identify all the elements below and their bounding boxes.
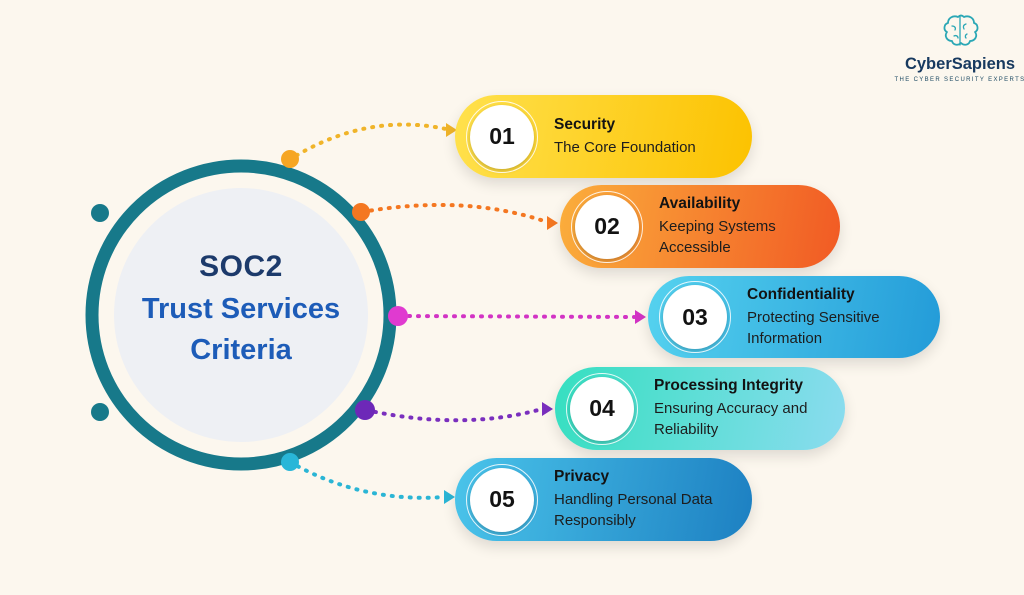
connector-line-confidentiality bbox=[398, 314, 636, 319]
center-label: SOC2 Trust Services Criteria bbox=[116, 250, 366, 367]
item-number-badge: 01 bbox=[466, 100, 538, 173]
item-number-badge: 04 bbox=[566, 372, 638, 445]
item-subtitle: Ensuring Accuracy and Reliability bbox=[654, 400, 808, 438]
pill-confidentiality: 03 Confidentiality Protecting Sensitive … bbox=[648, 276, 940, 358]
center-title-soc2: SOC2 bbox=[199, 250, 283, 283]
pill-availability: 02 Availability Keeping Systems Accessib… bbox=[560, 185, 840, 268]
item-title: Availability bbox=[659, 195, 741, 212]
connector-arrow-availability bbox=[547, 216, 558, 230]
ring-end-dot-bottom bbox=[91, 403, 109, 421]
connector-line-processing-integrity bbox=[364, 407, 544, 423]
item-subtitle: Keeping Systems Accessible bbox=[659, 218, 776, 256]
pill-security: 01 Security The Core Foundation bbox=[455, 95, 752, 178]
connector-arrow-privacy bbox=[444, 490, 455, 504]
center-inner-circle bbox=[114, 188, 368, 442]
item-subtitle: The Core Foundation bbox=[554, 138, 696, 156]
logo-name: CyberSapiens bbox=[904, 55, 1016, 73]
brain-icon bbox=[943, 14, 979, 46]
connector-arrow-confidentiality bbox=[635, 310, 646, 324]
pill-processing-integrity: 04 Processing Integrity Ensuring Accurac… bbox=[555, 367, 845, 450]
item-title: Processing Integrity bbox=[654, 377, 804, 394]
center-title-criteria: Criteria bbox=[190, 334, 292, 366]
connector-line-availability bbox=[360, 203, 549, 224]
connector-arrow-processing-integrity bbox=[542, 402, 553, 416]
item-title: Privacy bbox=[554, 468, 610, 485]
logo-tagline: THE CYBER SECURITY EXPERTS bbox=[894, 77, 1024, 83]
item-subtitle: Handling Personal Data Responsibly bbox=[554, 491, 713, 529]
center-title-trust-services: Trust Services bbox=[141, 293, 341, 325]
item-number-badge: 05 bbox=[466, 463, 538, 536]
connector-line-privacy bbox=[288, 460, 446, 500]
ring-dot-security bbox=[281, 150, 299, 168]
ring-dot-availability bbox=[352, 203, 370, 221]
ring-dot-privacy bbox=[281, 453, 299, 471]
connector-arrow-security bbox=[446, 123, 457, 137]
item-number-badge: 03 bbox=[659, 281, 731, 353]
item-title: Security bbox=[554, 115, 616, 133]
ring-end-dot-top bbox=[91, 204, 109, 222]
connector-line-security bbox=[287, 122, 448, 162]
item-subtitle: Protecting Sensitive Information bbox=[747, 308, 880, 347]
pill-privacy: 05 Privacy Handling Personal Data Respon… bbox=[455, 458, 752, 541]
ring-dot-confidentiality bbox=[388, 306, 408, 326]
logo: CyberSapiens THE CYBER SECURITY EXPERTS bbox=[894, 12, 1024, 83]
item-title: Confidentiality bbox=[747, 285, 855, 303]
ring-dot-processing-integrity bbox=[355, 400, 375, 420]
item-number-badge: 02 bbox=[571, 190, 643, 263]
